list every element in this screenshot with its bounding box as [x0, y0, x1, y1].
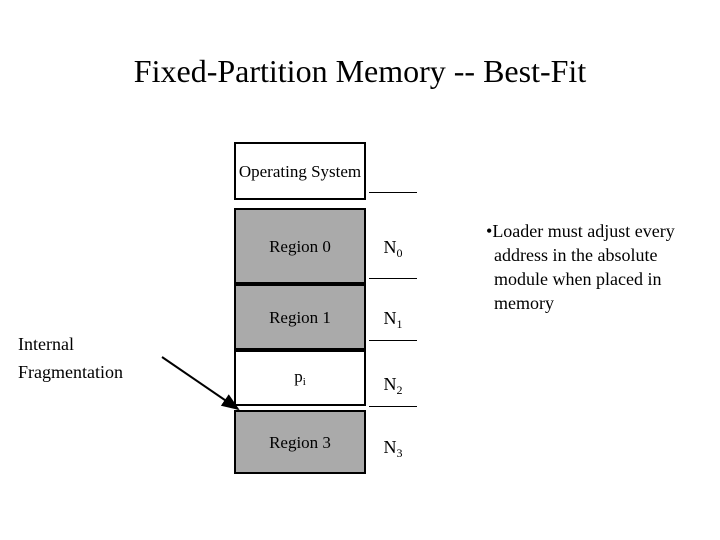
size-label-n3: N3 [383, 437, 403, 460]
size-divider-line [369, 278, 417, 279]
size-label-n1: N1 [383, 308, 403, 331]
fragmentation-line-1: Internal [18, 334, 74, 354]
memory-block-label: Operating System [238, 161, 362, 181]
memory-block-label: Region 3 [269, 432, 331, 452]
bullet-text: •Loader must adjust every address in the… [486, 219, 686, 315]
region-size-labels: N0 N1 N2 N3 [369, 142, 421, 474]
fragmentation-line-2: Fragmentation [18, 362, 123, 382]
memory-block-label: pi [294, 367, 306, 388]
internal-fragmentation-label: Internal Fragmentation [18, 330, 188, 386]
memory-block-region-3: Region 3 [234, 410, 366, 474]
memory-block-label: Region 1 [269, 307, 331, 327]
memory-block-operating-system: Operating System [234, 142, 366, 200]
size-label-n0: N0 [383, 237, 403, 260]
page-title: Fixed-Partition Memory -- Best-Fit [133, 53, 587, 89]
bullet-body: Loader must adjust every address in the … [492, 221, 675, 313]
size-divider-line [369, 192, 417, 193]
bullet-glyph-icon: • [486, 221, 493, 241]
memory-block-label: Region 0 [269, 236, 331, 256]
memory-block-pi: pi [234, 350, 366, 406]
memory-block-region-0: Region 0 [234, 208, 366, 284]
memory-block-region-1: Region 1 [234, 284, 366, 350]
size-label-n2: N2 [383, 374, 403, 397]
size-divider-line [369, 406, 417, 407]
fragmentation-arrow [161, 356, 240, 411]
memory-partition-diagram: Operating System Region 0 Region 1 pi Re… [234, 142, 368, 474]
loader-note-bullet: •Loader must adjust every address in the… [486, 219, 686, 315]
size-divider-line [369, 340, 417, 341]
